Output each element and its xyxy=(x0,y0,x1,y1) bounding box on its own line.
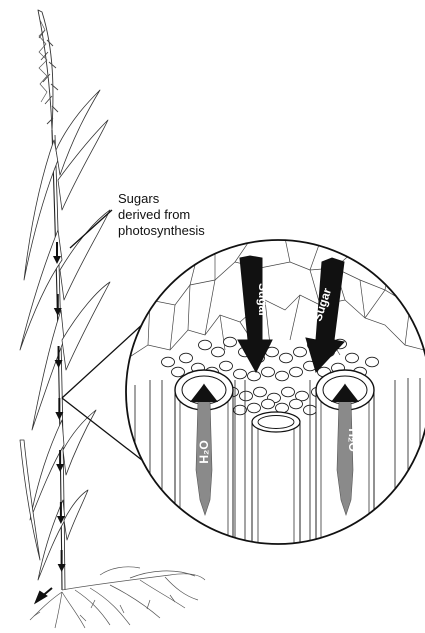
water-label-left: H₂O xyxy=(197,440,211,463)
phloem-cell xyxy=(282,387,295,397)
phloem-cell xyxy=(224,337,237,347)
vascular-cross-section: Sugar Sugar H₂O H₂O xyxy=(125,238,425,552)
root-arrow-icon xyxy=(36,588,52,602)
center-vessel xyxy=(252,412,300,552)
phloem-cell xyxy=(172,367,185,377)
phloem-cell xyxy=(280,353,293,363)
leaves xyxy=(20,90,110,580)
phloem-cell xyxy=(234,369,247,379)
seed-head xyxy=(38,10,58,130)
phloem-cell xyxy=(294,347,307,357)
phloem-cell xyxy=(248,371,261,381)
phloem-cell xyxy=(212,347,225,357)
sugar-label-left: Sugar xyxy=(256,283,270,317)
down-arrow-icon xyxy=(56,464,64,472)
phloem-cell xyxy=(199,340,212,350)
phloem-cell xyxy=(346,353,359,363)
phloem-cell xyxy=(290,367,303,377)
phloem-cell xyxy=(248,403,261,413)
phloem-cell xyxy=(220,361,233,371)
phloem-cell xyxy=(366,357,379,367)
phloem-cell xyxy=(290,399,303,409)
phloem-cell xyxy=(262,399,275,409)
phloem-cell xyxy=(180,353,193,363)
phloem-cell xyxy=(276,371,289,381)
roots xyxy=(30,567,205,628)
phloem-cell xyxy=(254,387,267,397)
phloem-cell xyxy=(262,367,275,377)
phloem-cell xyxy=(276,403,289,413)
phloem-cell xyxy=(240,391,253,401)
water-label-right: H₂O xyxy=(346,428,360,451)
phloem-cell xyxy=(162,357,175,367)
